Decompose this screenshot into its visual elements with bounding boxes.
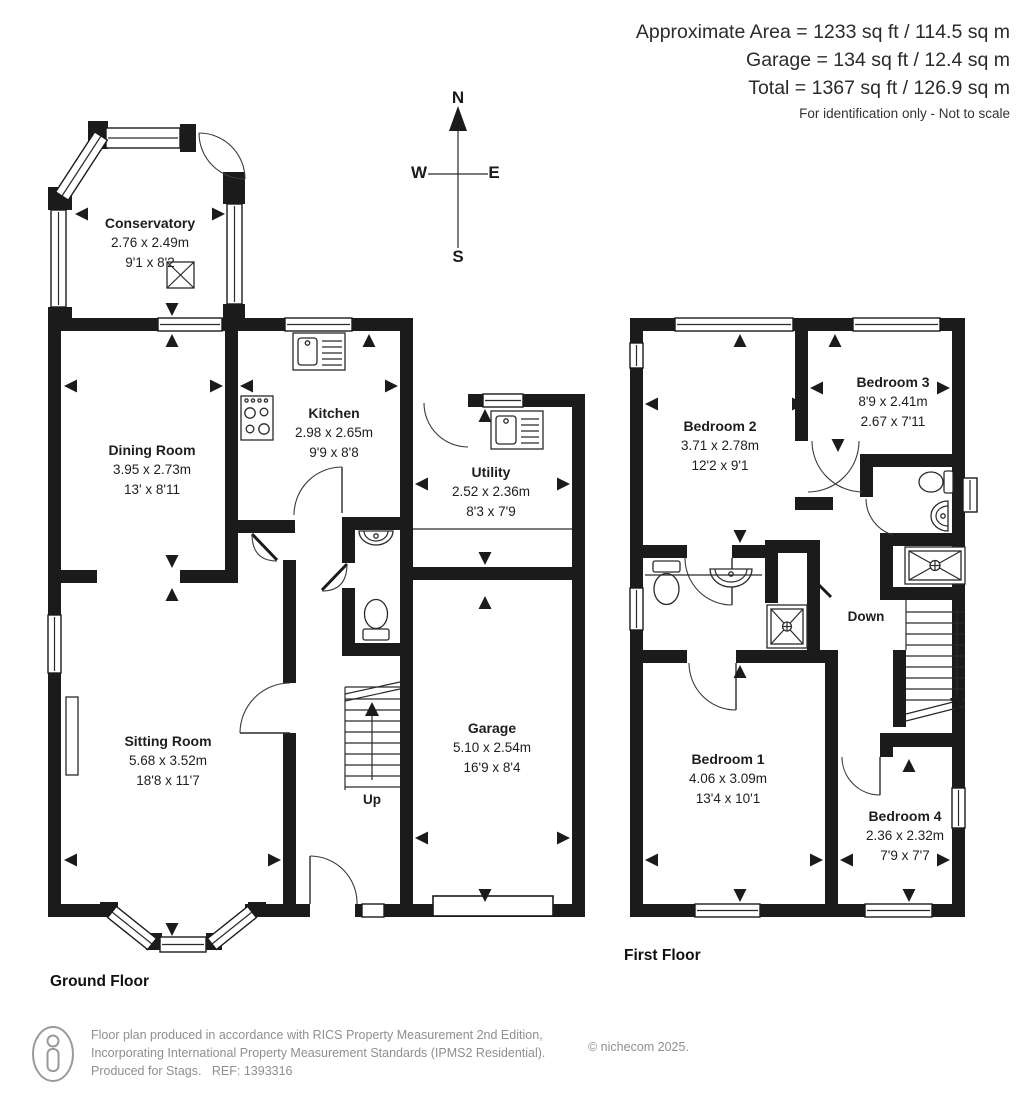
- footer-line-2: Incorporating International Property Mea…: [91, 1046, 546, 1060]
- compass-icon: [428, 106, 488, 248]
- utility-sink: [490, 410, 544, 450]
- ground-floor-walls: [48, 121, 585, 950]
- ground-floor-label: Ground Floor: [50, 973, 150, 990]
- radiator: [65, 696, 79, 776]
- ground-floor-windows: [47, 127, 524, 953]
- compass-west-label: W: [410, 163, 428, 182]
- ensuite-toilet: [918, 470, 954, 494]
- stairs-up-label: Up: [363, 792, 381, 807]
- bathroom-shower: [766, 604, 808, 649]
- first-floor-label: First Floor: [624, 947, 701, 964]
- bathroom-toilet: [652, 560, 681, 606]
- ensuite-basin: [930, 500, 949, 532]
- footer-line-3: Produced for Stags. REF: 1393316: [91, 1064, 293, 1078]
- first-floor-doors: [684, 440, 894, 796]
- total-area: Total = 1367 sq ft / 126.9 sq m: [748, 77, 1010, 99]
- stairs-down-label: Down: [847, 609, 885, 624]
- ground-floor-doors: [198, 132, 469, 905]
- compass-east-label: E: [488, 163, 500, 182]
- first-floor-windows: [629, 317, 978, 918]
- hob: [240, 395, 274, 441]
- compass-north-label: N: [451, 88, 465, 107]
- wc-toilet: [362, 598, 390, 641]
- compass-south-label: S: [452, 247, 464, 266]
- footer-text: Floor plan produced in accordance with R…: [91, 1022, 545, 1080]
- conservatory-floor-box: [166, 261, 195, 289]
- garage-area: Garage = 134 sq ft / 12.4 sq m: [746, 49, 1010, 71]
- copyright-text: © nichecom 2025.: [588, 1040, 689, 1054]
- first-floor-walls: [630, 318, 965, 917]
- identification-note: For identification only - Not to scale: [799, 106, 1010, 121]
- stairs-first: [893, 600, 966, 727]
- footer-line-1: Floor plan produced in accordance with R…: [91, 1028, 543, 1042]
- person-icon: [32, 1026, 74, 1082]
- ensuite-shower-bath: [904, 546, 966, 585]
- garage-door: [432, 895, 554, 917]
- bathroom-basin: [709, 568, 753, 588]
- wc-basin: [358, 530, 394, 546]
- area-summary: Approximate Area = 1233 sq ft / 114.5 sq…: [636, 18, 1010, 124]
- footer: Floor plan produced in accordance with R…: [27, 1022, 545, 1086]
- approximate-area: Approximate Area = 1233 sq ft / 114.5 sq…: [635, 21, 1010, 43]
- stairs-ground: [344, 681, 401, 790]
- kitchen-sink: [292, 332, 346, 371]
